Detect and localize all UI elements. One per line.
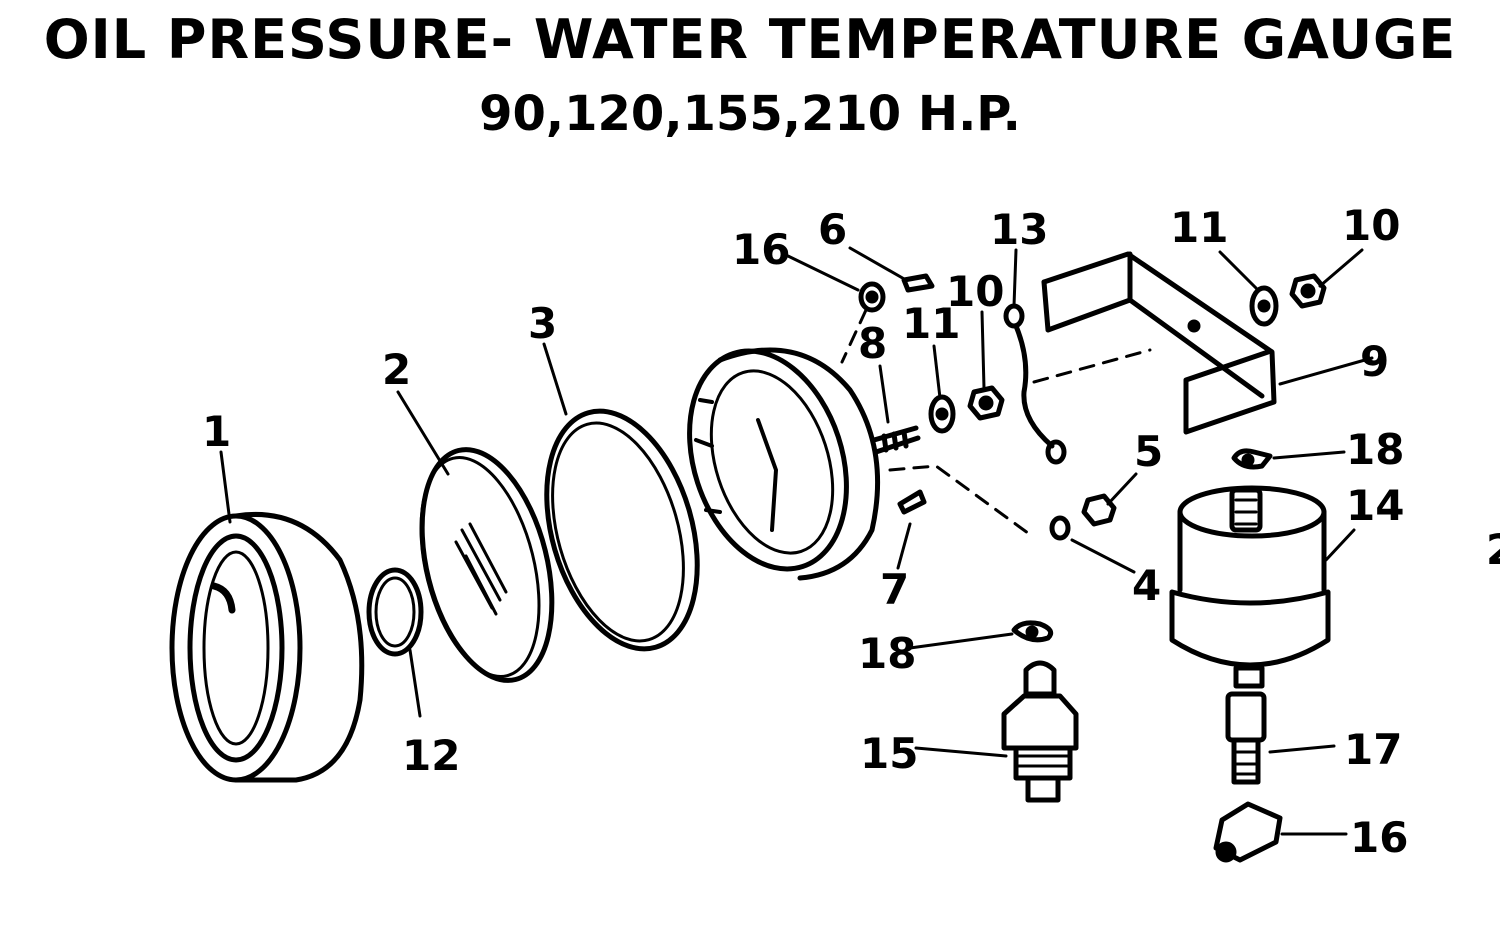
callout-18-left: 18: [858, 629, 916, 678]
part-nut-5: [1081, 493, 1117, 527]
part-gauge-housing: [687, 347, 881, 581]
callout-4: 4: [1132, 561, 1161, 610]
callout-10-right: 10: [1342, 201, 1400, 250]
part-screw-7: [897, 489, 927, 515]
part-washer-11-right: [1249, 285, 1279, 327]
callout-2-edge: 2: [1486, 525, 1500, 574]
callout-18-right: 18: [1346, 425, 1404, 474]
callout-2: 2: [382, 345, 411, 394]
callout-labels: 1 2 3 16 6 8 11 10 13 11 10 9 5 18 14 7 …: [202, 201, 1500, 862]
callout-10-left: 10: [946, 267, 1004, 316]
part-bracket-9: [1041, 251, 1277, 435]
part-elbow-16: [1213, 801, 1283, 863]
callout-12: 12: [402, 731, 460, 780]
callout-16-bottom: 16: [1350, 813, 1408, 862]
part-gasket-ring: [544, 408, 700, 652]
part-nut-10-left: [967, 385, 1005, 421]
part-temp-sender-15: [1001, 660, 1079, 803]
part-lens: [419, 447, 555, 683]
part-nut-10-right: [1289, 273, 1327, 309]
diagram-title: OIL PRESSURE- WATER TEMPERATURE GAUGE: [43, 8, 1457, 71]
callout-11-right: 11: [1170, 203, 1228, 252]
part-washer-4: [1049, 515, 1071, 541]
part-small-ring: [366, 567, 424, 657]
leader-lines: [219, 246, 1374, 836]
part-sender-14: [1169, 485, 1331, 689]
callout-11-left: 11: [902, 299, 960, 348]
callout-16-top: 16: [732, 225, 790, 274]
callout-3: 3: [528, 299, 557, 348]
callout-9: 9: [1360, 337, 1389, 386]
part-terminal-18-right: [1231, 448, 1273, 470]
callout-15: 15: [860, 729, 918, 778]
callout-7: 7: [880, 565, 909, 614]
part-washer-16-top: [858, 281, 886, 313]
assembly-lines: [840, 308, 1152, 538]
part-stud: [871, 425, 921, 455]
callout-14: 14: [1346, 481, 1404, 530]
callout-17: 17: [1344, 725, 1402, 774]
callout-1: 1: [202, 407, 231, 456]
part-fitting-17: [1225, 691, 1267, 785]
part-terminal-18-left: [1011, 620, 1054, 643]
callout-13: 13: [990, 205, 1048, 254]
callout-5: 5: [1134, 427, 1163, 476]
diagram-subtitle: 90,120,155,210 H.P.: [479, 86, 1021, 142]
part-bezel: [169, 511, 365, 783]
part-washer-11-left: [928, 394, 956, 434]
callout-6: 6: [818, 205, 847, 254]
part-screw-6: [901, 273, 935, 293]
callout-8: 8: [858, 319, 887, 368]
